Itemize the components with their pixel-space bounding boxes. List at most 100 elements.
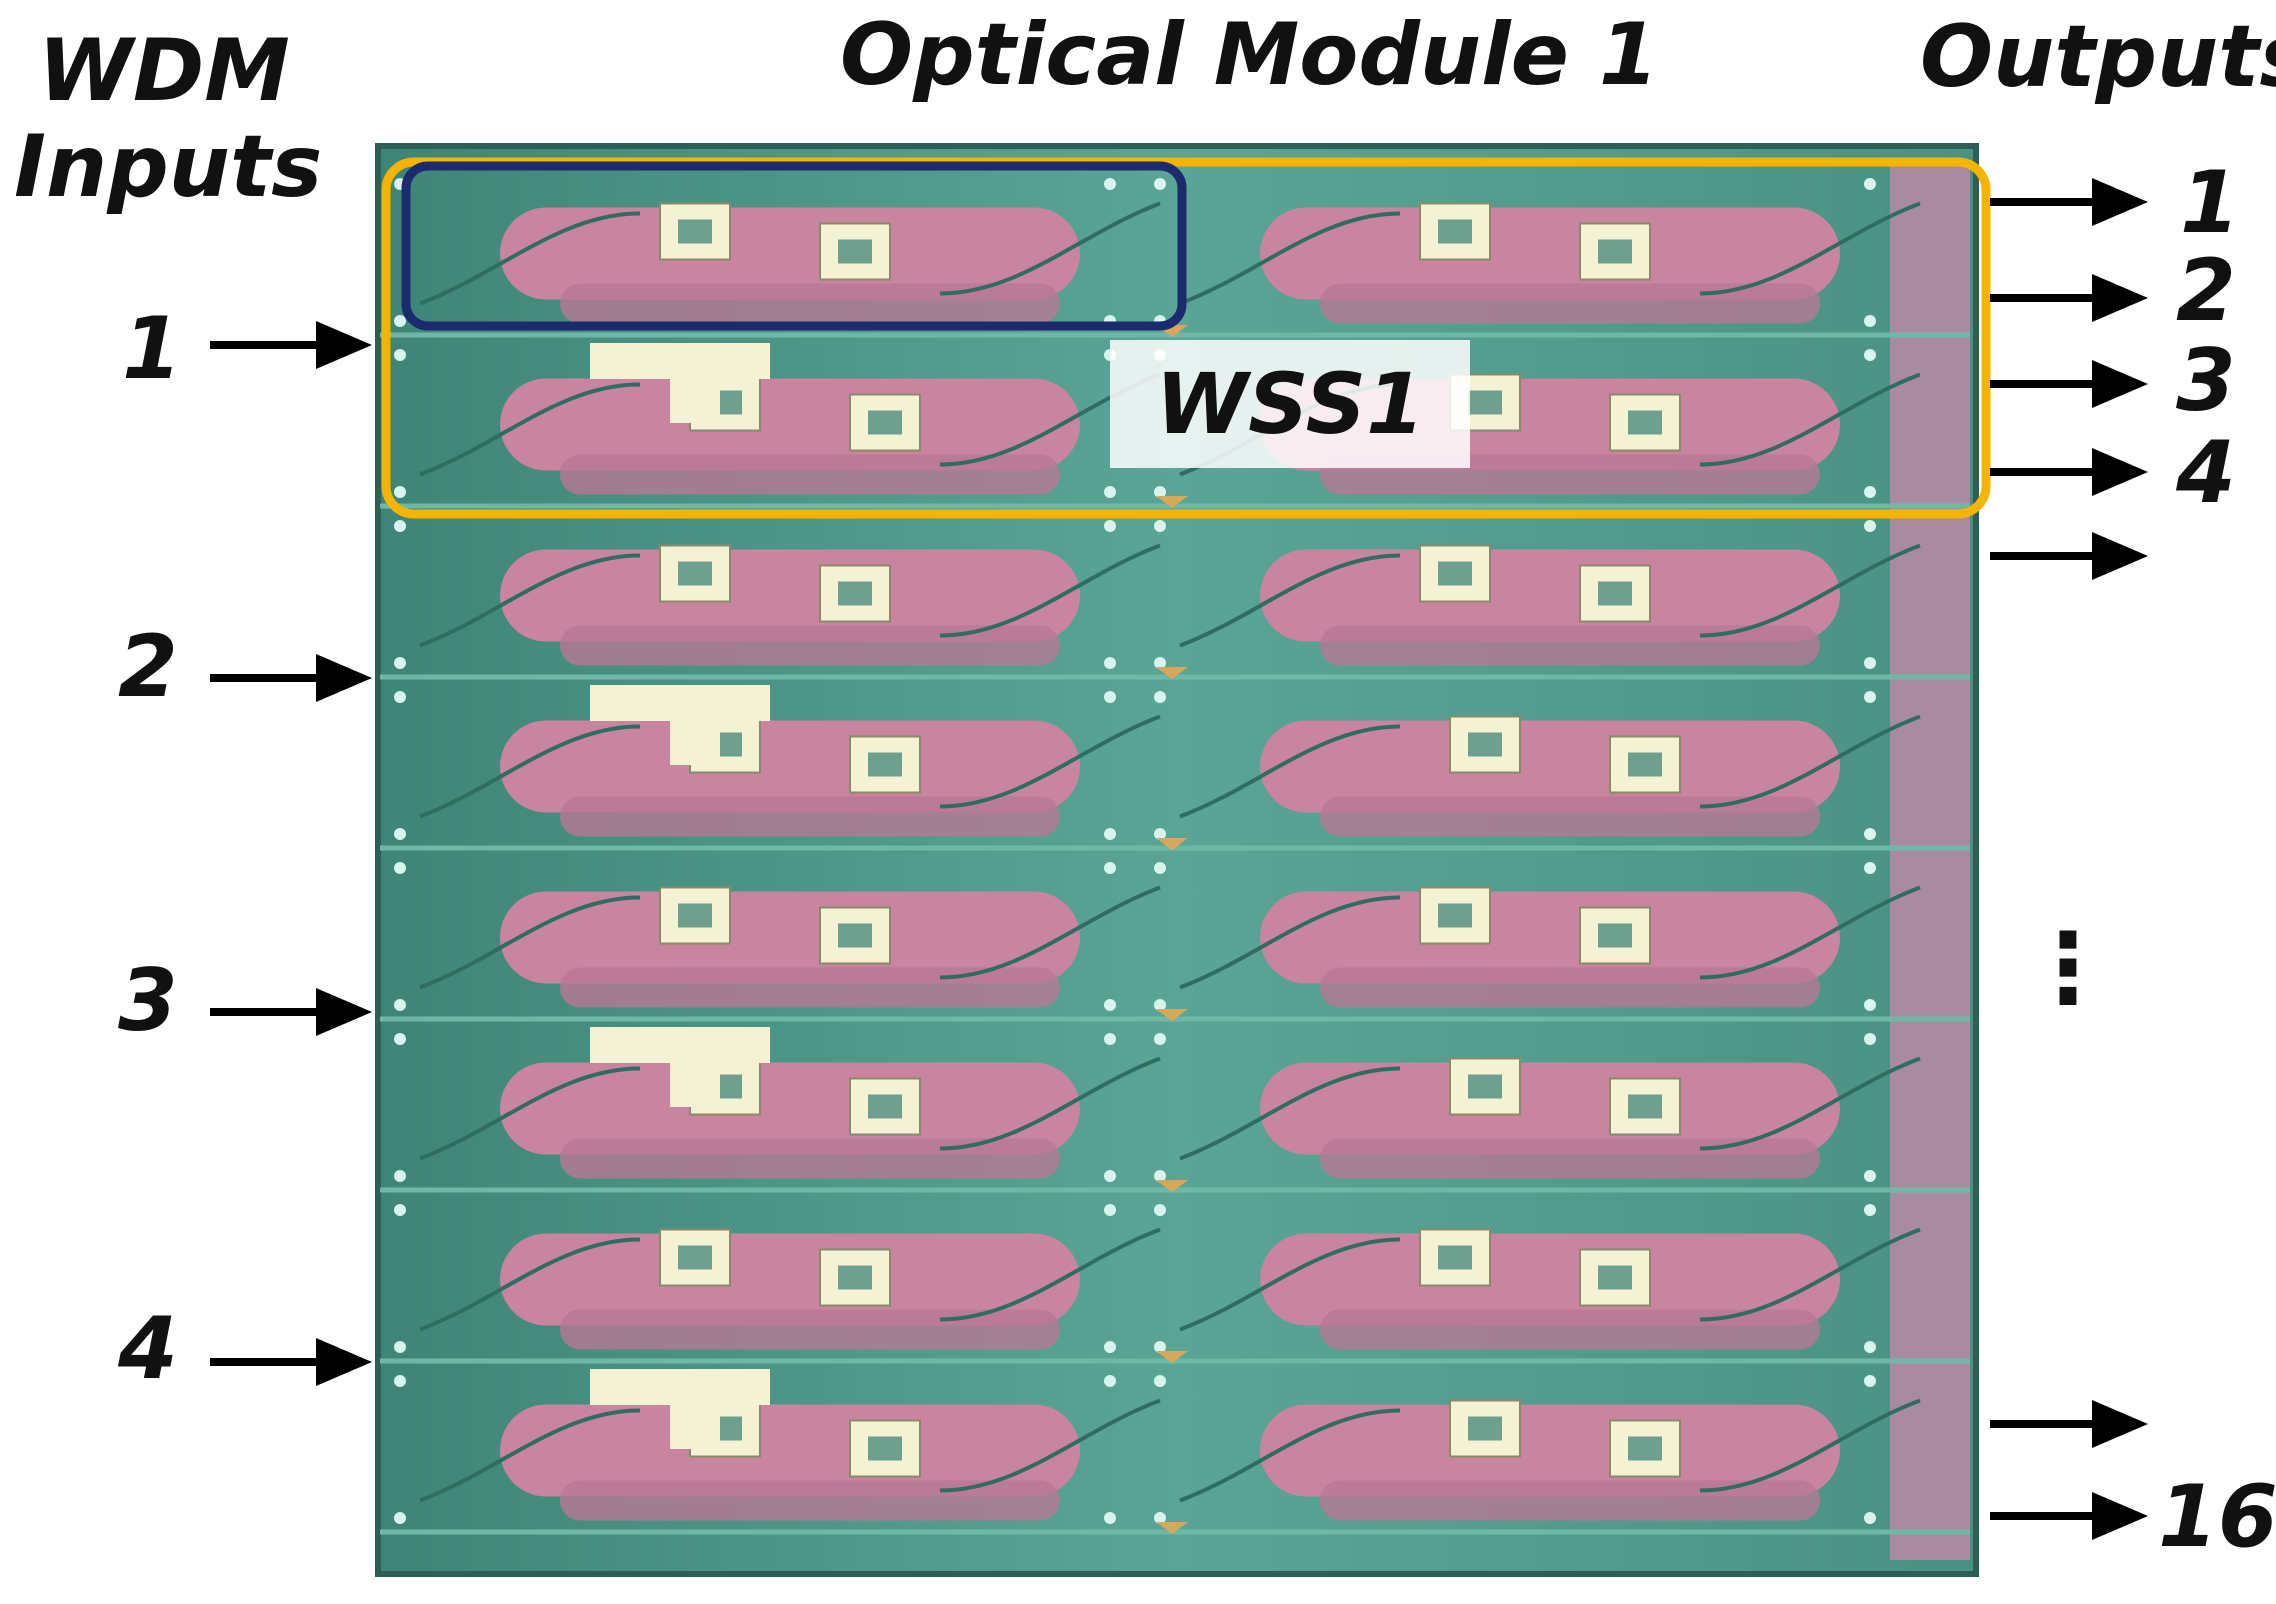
via-dot (394, 828, 406, 840)
via-dot (1154, 999, 1166, 1011)
t-pad (670, 1369, 720, 1449)
contact-window (838, 1265, 872, 1290)
via-dot (1154, 1375, 1166, 1387)
input-arrow-4 (210, 1338, 372, 1386)
contact-window (1468, 732, 1502, 757)
waveguide-curve (939, 201, 1161, 296)
via-dot (1104, 520, 1116, 532)
output-label-16: 16 (2158, 1467, 2276, 1567)
contact-window (1438, 903, 1472, 928)
center-taper (1156, 1009, 1188, 1021)
output-label-2: 2 (2176, 241, 2236, 341)
contact-window (678, 1245, 712, 1270)
via-dot (1104, 1033, 1116, 1045)
heater-lead (1320, 1480, 1820, 1521)
contact-window (1438, 219, 1472, 244)
waveguide-curve (1699, 543, 1921, 638)
heater-lead (1320, 283, 1820, 324)
contact-pad (819, 1248, 891, 1307)
via-dot (1104, 691, 1116, 703)
via-dot (1104, 1375, 1116, 1387)
module-title: Optical Module 1 (840, 5, 1659, 105)
output-arrow-1 (1990, 178, 2148, 226)
waveguide-curve (419, 1408, 641, 1503)
via-dot (1154, 486, 1166, 498)
waveguide-curve (1179, 1408, 1401, 1503)
heater-pad (1260, 720, 1840, 813)
contact-window (1598, 581, 1632, 606)
contact-window (1468, 1416, 1502, 1441)
contact-window (838, 239, 872, 264)
via-dot (1154, 178, 1166, 190)
contact-window (1438, 1245, 1472, 1270)
waveguide-curve (1699, 201, 1921, 296)
waveguide-curve (1179, 724, 1401, 819)
output-arrow-16 (1990, 1492, 2148, 1540)
via-dot (394, 520, 406, 532)
contact-window (838, 923, 872, 948)
via-dot (1864, 1033, 1876, 1045)
heater-pad (500, 1062, 1080, 1155)
via-dot (394, 349, 406, 361)
t-pad (670, 685, 720, 765)
output-arrow-3 (1990, 360, 2148, 408)
heater-pad (1260, 1062, 1840, 1155)
contact-window (1628, 1436, 1662, 1461)
heater-lead (560, 796, 1060, 837)
via-dot (1864, 691, 1876, 703)
via-dot (394, 1341, 406, 1353)
heater-lead (1320, 967, 1820, 1008)
waveguide-curve (1699, 714, 1921, 809)
via-dot (1104, 178, 1116, 190)
via-dot (1864, 486, 1876, 498)
waveguide-curve (1179, 895, 1401, 990)
block-highlight-box (401, 161, 1187, 331)
via-dot (1864, 657, 1876, 669)
contact-pad (659, 544, 731, 603)
input-arrow-1 (210, 321, 372, 369)
inputs-title-line2: Inputs (14, 117, 323, 217)
waveguide-curve (1179, 211, 1401, 306)
waveguide-curve (419, 1066, 641, 1161)
heater-lead (560, 1138, 1060, 1179)
wss-label: WSS1 (1110, 340, 1470, 468)
contact-pad (849, 393, 921, 452)
waveguide-curve (939, 1227, 1161, 1322)
heater-pad (1260, 891, 1840, 984)
waveguide-curve (419, 724, 641, 819)
contact-window (1468, 1074, 1502, 1099)
via-dot (1104, 657, 1116, 669)
heater-lead (560, 283, 1060, 324)
output-arrow-4 (1990, 448, 2148, 496)
via-dot (1154, 862, 1166, 874)
via-dot (394, 315, 406, 327)
via-dot (1864, 315, 1876, 327)
via-dot (1864, 178, 1876, 190)
waveguide-curve (1179, 1066, 1401, 1161)
waveguide-curve (1699, 885, 1921, 980)
waveguide-curve (1699, 1398, 1921, 1493)
input-label-3: 3 (118, 951, 178, 1051)
contact-window (1628, 1094, 1662, 1119)
waveguide-curve (419, 553, 641, 648)
via-dot (1864, 999, 1876, 1011)
heater-lead (1320, 796, 1820, 837)
via-dot (394, 486, 406, 498)
via-dot (1104, 1204, 1116, 1216)
via-dot (1864, 1341, 1876, 1353)
via-dot (1864, 862, 1876, 874)
via-dot (394, 1033, 406, 1045)
output-label-3: 3 (2176, 331, 2236, 431)
input-label-1: 1 (122, 299, 182, 399)
via-dot (394, 1512, 406, 1524)
via-dot (394, 1170, 406, 1182)
heater-pad (500, 720, 1080, 813)
via-dot (1154, 1204, 1166, 1216)
inputs-title-line1: WDM (38, 21, 290, 121)
via-dot (1154, 1341, 1166, 1353)
input-label-2: 2 (118, 617, 178, 717)
contact-window (678, 219, 712, 244)
heater-lead (560, 625, 1060, 666)
via-dot (1154, 691, 1166, 703)
